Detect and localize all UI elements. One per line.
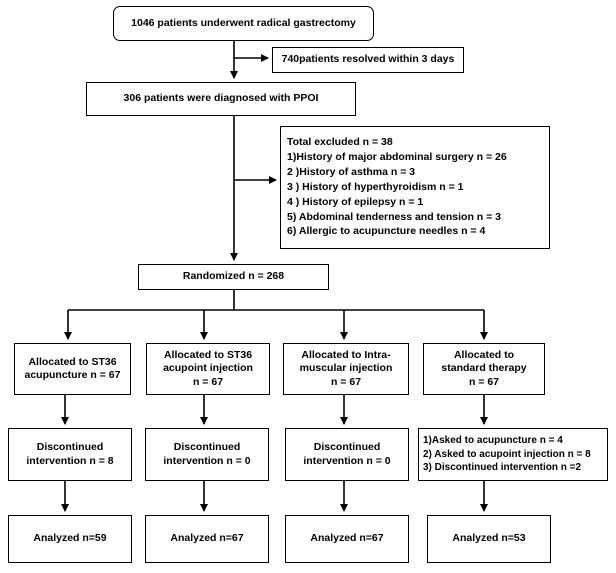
excluded-item: 5) Abdominal tenderness and tension n = … [287,210,502,223]
resolved-text: 740patients resolved within 3 days [281,53,455,66]
group4-allocated-line: Allocated to [453,348,515,361]
group4-followup-line: 3) Discontinued intervention n =2 [423,462,582,474]
group4-followup-line: 2) Asked to acupoint injection n = 8 [423,448,591,460]
excluded-item: 1)History of major abdominal surgery n =… [287,150,507,163]
group1-analyzed-box: Analyzed n=59 [8,515,132,563]
group3-followup-line: Discontinued [313,441,381,454]
group2-analyzed-box: Analyzed n=67 [145,515,269,563]
start-text: 1046 patients underwent radical gastrect… [131,16,356,29]
excluded-box: Total excluded n = 38 1)History of major… [280,126,550,249]
group3-allocated-line: muscular injection [299,362,393,375]
group2-allocated-line: Allocated to ST36 [163,348,253,361]
group1-allocated-line: Allocated to ST36 [28,355,117,368]
group4-followup-line: 1)Asked to acupuncture n = 4 [423,435,563,447]
group2-allocated-line: n = 67 [192,375,224,388]
group4-followup-box: 1)Asked to acupuncture n = 4 2) Asked to… [418,428,608,481]
group4-allocated-line: standard therapy [441,362,527,375]
resolved-box: 740patients resolved within 3 days [272,47,464,73]
group3-allocated-box: Allocated to Intra- muscular injection n… [283,343,409,395]
group4-allocated-box: Allocated to standard therapy n = 67 [423,343,545,395]
group3-followup-line: intervention n = 0 [303,454,391,467]
group1-allocated-box: Allocated to ST36 acupuncture n = 67 [14,343,131,395]
group1-followup-box: Discontinued intervention n = 8 [8,428,132,481]
group3-allocated-line: n = 67 [330,375,362,388]
group2-analyzed-text: Analyzed n=67 [170,532,244,545]
excluded-title: Total excluded n = 38 [287,136,393,148]
group3-allocated-line: Allocated to Intra- [301,348,391,361]
group3-analyzed-box: Analyzed n=67 [285,515,409,563]
excluded-item: 4 ) History of epilepsy n = 1 [287,195,424,208]
excluded-item: 6) Allergic to acupuncture needles n = 4 [287,225,486,238]
group4-allocated-line: n = 67 [468,375,500,388]
start-box: 1046 patients underwent radical gastrect… [113,6,374,41]
group1-allocated-line: acupuncture n = 67 [24,369,121,381]
group4-analyzed-box: Analyzed n=53 [427,515,551,563]
ppoi-text: 306 patients were diagnosed with PPOI [123,92,319,105]
group2-allocated-box: Allocated to ST36 acupoint injection n =… [146,343,270,395]
group2-followup-box: Discontinued intervention n = 0 [145,428,269,481]
group2-followup-line: intervention n = 0 [163,454,251,467]
randomized-box: Randomized n = 268 [138,264,329,290]
group1-followup-line: intervention n = 8 [26,454,114,467]
group4-analyzed-text: Analyzed n=53 [452,532,526,545]
group1-analyzed-text: Analyzed n=59 [33,532,107,545]
group2-followup-line: Discontinued [173,441,241,454]
group2-allocated-line: acupoint injection [163,362,253,375]
group3-followup-box: Discontinued intervention n = 0 [285,428,409,481]
randomized-text: Randomized n = 268 [182,270,285,283]
group1-followup-line: Discontinued [36,441,104,454]
excluded-item: 3 ) History of hyperthyroidism n = 1 [287,180,464,193]
group3-analyzed-text: Analyzed n=67 [310,532,384,545]
ppoi-box: 306 patients were diagnosed with PPOI [86,82,356,116]
excluded-item: 2 )History of asthma n = 3 [287,165,416,178]
